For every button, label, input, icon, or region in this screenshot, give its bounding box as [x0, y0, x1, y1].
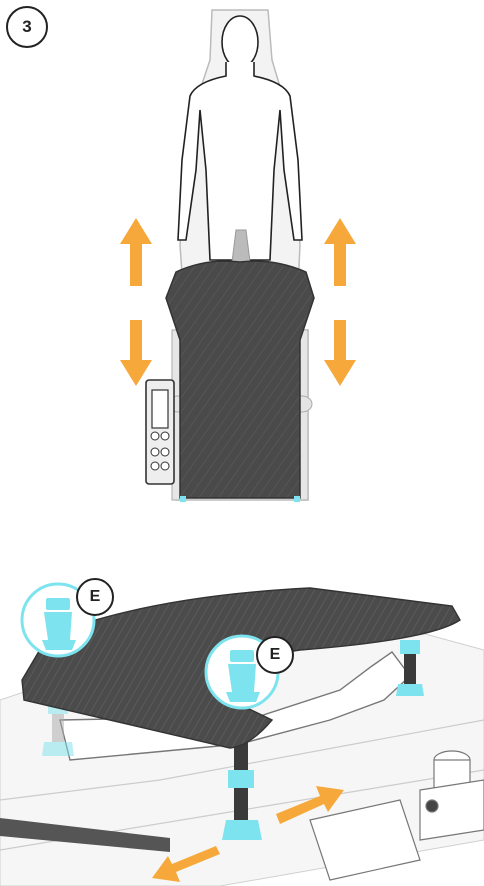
callout-label-e: E — [256, 636, 294, 674]
callout-label-e: E — [76, 578, 114, 616]
